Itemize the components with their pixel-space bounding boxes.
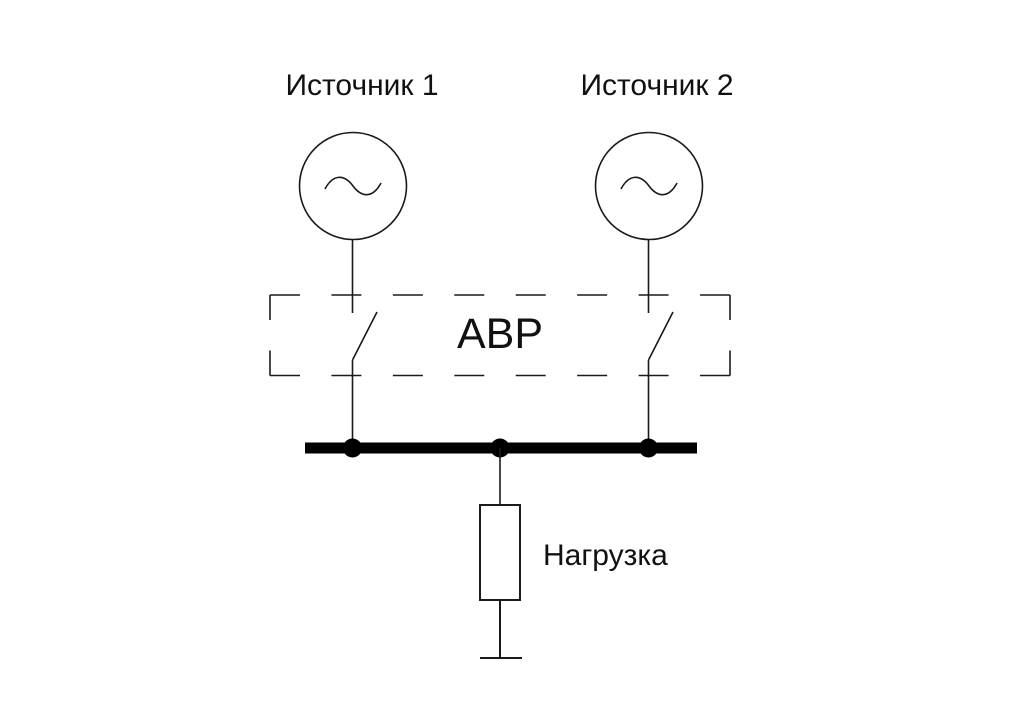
sine-wave-icon <box>324 176 382 196</box>
feeder2 <box>647 239 674 443</box>
switch2-blade <box>647 311 674 361</box>
feeder1 <box>351 239 378 443</box>
source1-symbol <box>298 131 408 241</box>
load-branch: Нагрузка <box>479 448 668 659</box>
sine-wave-icon <box>620 176 678 196</box>
source2-symbol <box>594 131 704 241</box>
busbar-junction-left <box>343 438 362 458</box>
avr-block: АВР <box>269 294 731 377</box>
source2-label: Источник 2 <box>580 69 733 102</box>
busbar-junction-right <box>639 438 658 458</box>
load-label: Нагрузка <box>543 539 668 572</box>
load-resistor-symbol <box>479 504 521 601</box>
busbar <box>305 438 697 458</box>
source1-label: Источник 1 <box>285 69 438 102</box>
switch1-blade <box>351 311 378 361</box>
avr-label: АВР <box>457 310 543 358</box>
